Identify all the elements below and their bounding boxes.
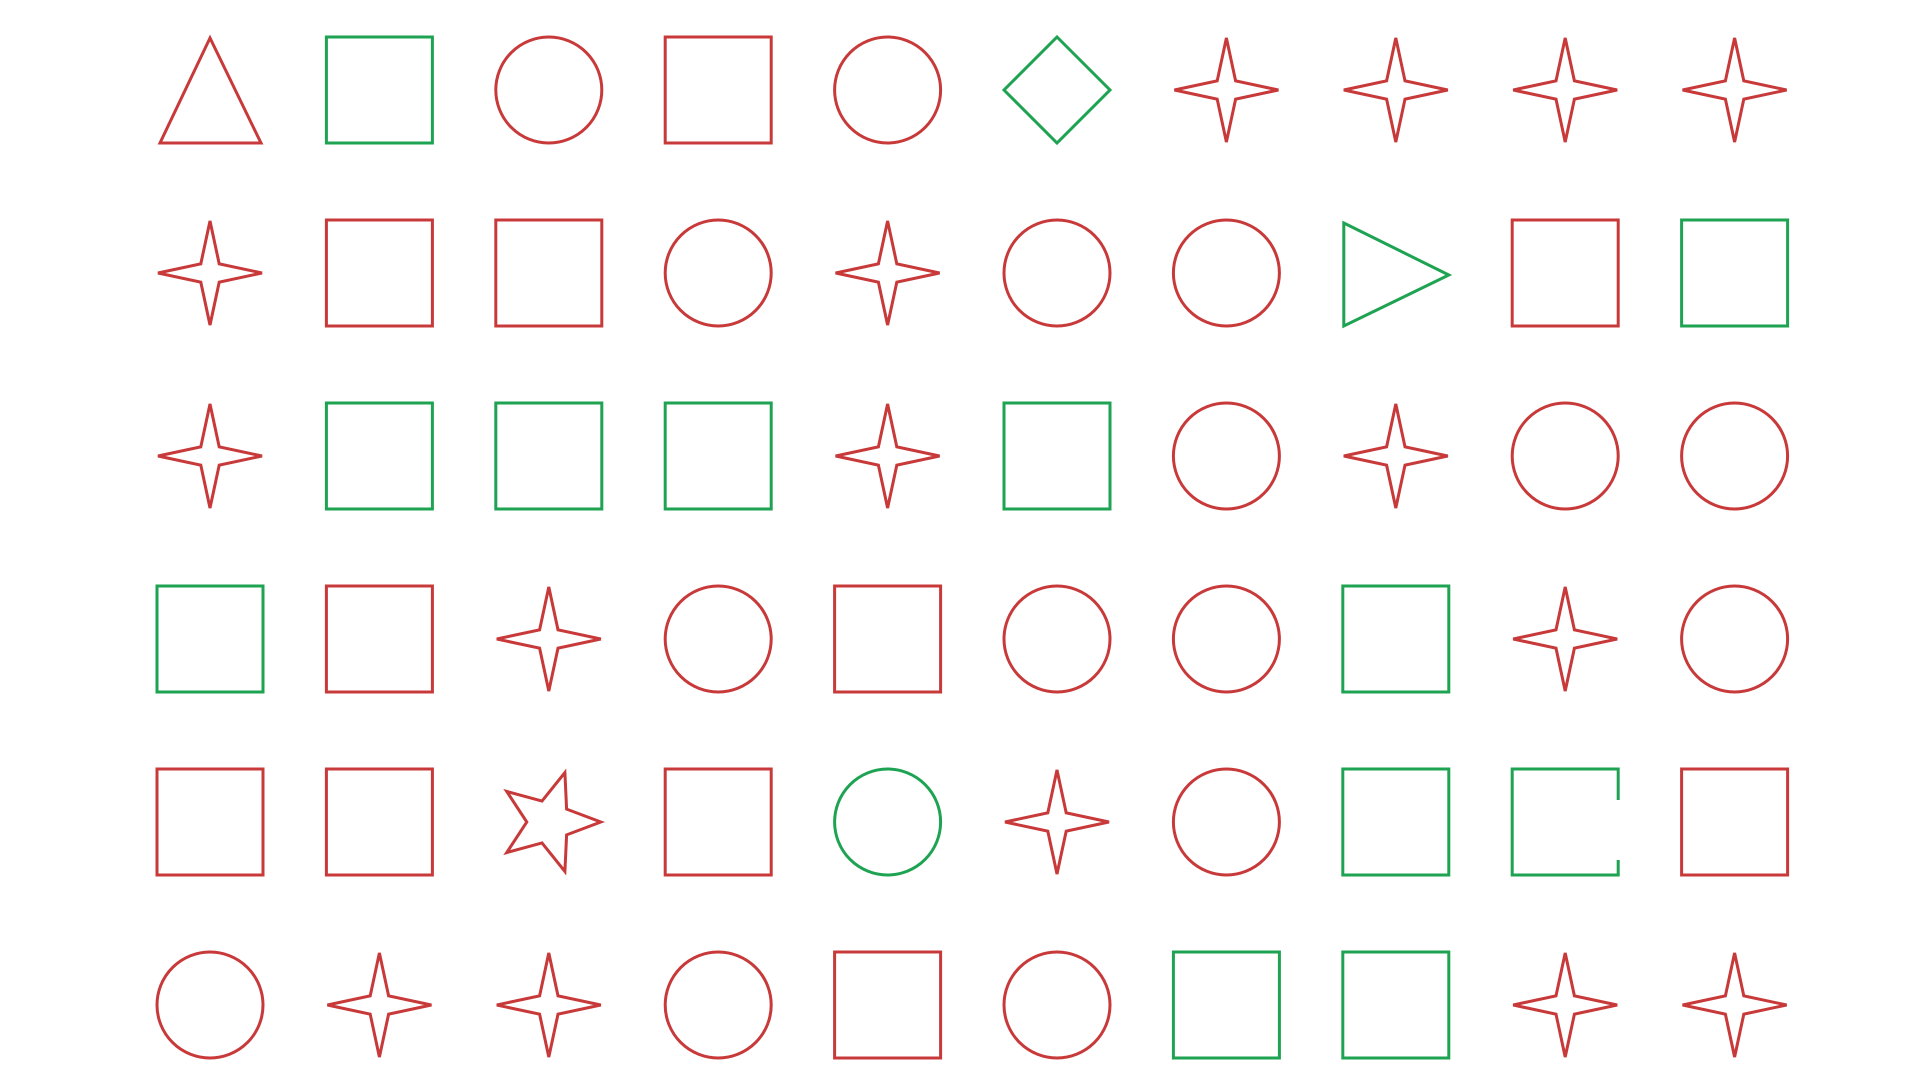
green-square-shape <box>1171 950 1281 1060</box>
red-four-point-star-shape <box>157 403 263 509</box>
red-circle-shape <box>1171 401 1281 511</box>
red-five-point-star-shape <box>503 768 606 876</box>
red-circle-shape <box>833 35 943 145</box>
green-circle-shape <box>833 767 943 877</box>
red-four-point-star-shape <box>1682 37 1787 143</box>
red-four-point-star-shape <box>496 586 602 692</box>
red-square-shape <box>1510 218 1620 328</box>
red-four-point-star-shape <box>1343 403 1449 509</box>
red-four-point-star-shape <box>1343 37 1449 143</box>
red-square-shape <box>155 767 265 877</box>
green-square-shape <box>494 401 604 511</box>
green-square-shape <box>324 401 434 511</box>
red-square-shape <box>324 767 434 877</box>
red-square-shape <box>324 218 434 328</box>
green-open-square-shape <box>1510 767 1620 877</box>
red-four-point-star-shape <box>157 220 263 326</box>
red-four-point-star-shape <box>1512 37 1618 143</box>
red-circle-shape <box>1680 584 1790 694</box>
red-four-point-star-shape <box>1004 769 1110 875</box>
red-circle-shape <box>1680 401 1790 511</box>
red-four-point-star-shape <box>835 220 940 326</box>
red-circle-shape <box>663 950 773 1060</box>
green-square-shape <box>1341 767 1451 877</box>
red-circle-shape <box>1171 767 1281 877</box>
red-square-shape <box>494 218 604 328</box>
green-square-shape <box>1002 401 1112 511</box>
red-circle-shape <box>663 584 773 694</box>
red-circle-shape <box>663 218 773 328</box>
red-circle-shape <box>1002 584 1112 694</box>
red-square-shape <box>324 584 434 694</box>
green-square-shape <box>1680 218 1790 328</box>
red-square-shape <box>663 767 773 877</box>
green-square-shape <box>1341 950 1451 1060</box>
green-square-shape <box>663 401 773 511</box>
red-circle-shape <box>155 950 265 1060</box>
red-four-point-star-shape <box>327 952 432 1058</box>
red-triangle-shape <box>157 34 264 145</box>
red-square-shape <box>663 35 773 145</box>
green-square-shape <box>324 35 434 145</box>
red-square-shape <box>833 584 943 694</box>
green-square-shape <box>1341 584 1451 694</box>
green-right-triangle-shape <box>1342 220 1453 329</box>
red-four-point-star-shape <box>835 403 940 509</box>
red-four-point-star-shape <box>1512 586 1618 692</box>
red-circle-shape <box>1002 950 1112 1060</box>
red-four-point-star-shape <box>1174 37 1279 143</box>
red-circle-shape <box>1002 218 1112 328</box>
red-circle-shape <box>1171 584 1281 694</box>
red-four-point-star-shape <box>496 952 602 1058</box>
green-diamond-shape <box>1001 34 1113 146</box>
red-circle-shape <box>1510 401 1620 511</box>
red-four-point-star-shape <box>1512 952 1618 1058</box>
red-square-shape <box>1680 767 1790 877</box>
red-circle-shape <box>1171 218 1281 328</box>
red-square-shape <box>833 950 943 1060</box>
red-four-point-star-shape <box>1682 952 1787 1058</box>
red-circle-shape <box>494 35 604 145</box>
green-square-shape <box>155 584 265 694</box>
